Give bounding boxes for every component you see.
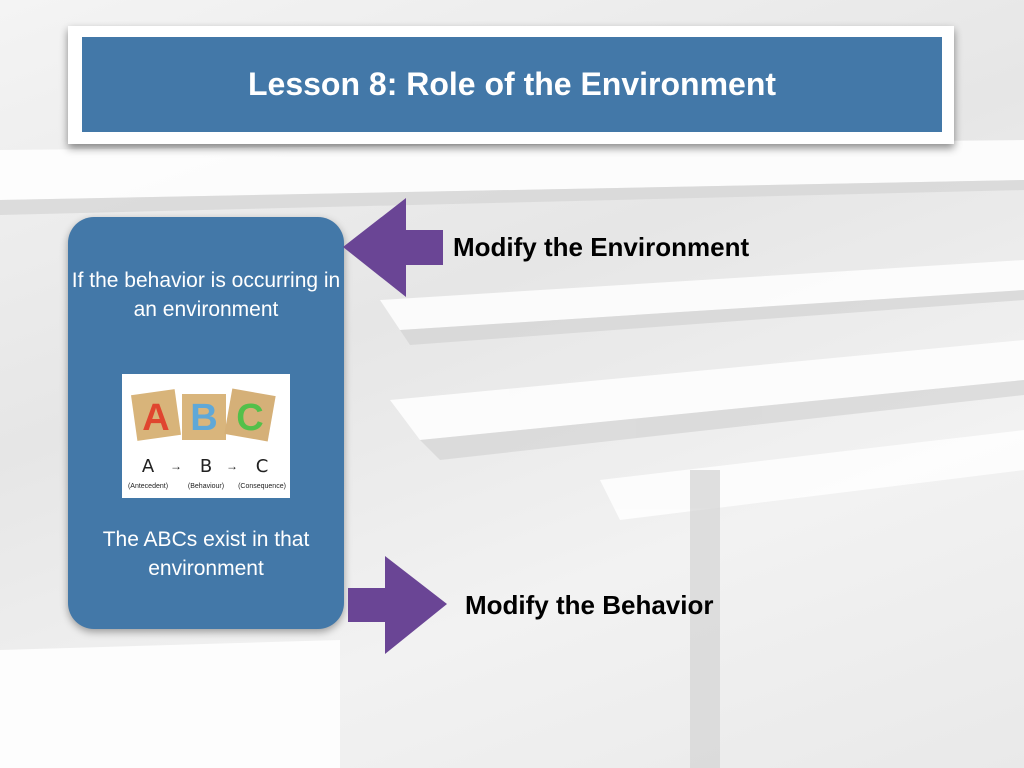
arrow-left-icon xyxy=(343,198,443,297)
modify-environment-label: Modify the Environment xyxy=(453,232,750,262)
block-b xyxy=(182,394,226,440)
arrow-right-icon xyxy=(348,556,447,654)
modify-behavior-label: Modify the Behavior xyxy=(465,590,714,620)
label-antecedent: (Antecedent) xyxy=(128,483,168,490)
block-a xyxy=(131,389,181,441)
abc-blocks-image: A B C A → B → C (Antecedent) (Behaviour)… xyxy=(122,374,290,498)
card-text-top: If the behavior is occurring in an envir… xyxy=(71,269,341,321)
label-letter-c: C xyxy=(256,456,269,477)
card-text-bottom: The ABCs exist in that environment xyxy=(102,528,310,580)
arrow-1: → xyxy=(170,459,182,473)
label-behaviour: (Behaviour) xyxy=(188,483,224,490)
label-consequence: (Consequence) xyxy=(238,483,286,490)
label-letter-a: A xyxy=(142,456,155,477)
arrow-2: → xyxy=(226,459,238,473)
abc-card: If the behavior is occurring in an envir… xyxy=(68,217,344,629)
block-c xyxy=(224,388,276,442)
letter-b: B xyxy=(190,397,217,439)
title-bar: Lesson 8: Role of the Environment xyxy=(82,37,942,132)
slide-title: Lesson 8: Role of the Environment xyxy=(247,66,777,102)
letter-c: C xyxy=(236,397,263,439)
label-letter-b: B xyxy=(200,456,212,477)
letter-a: A xyxy=(142,397,169,439)
